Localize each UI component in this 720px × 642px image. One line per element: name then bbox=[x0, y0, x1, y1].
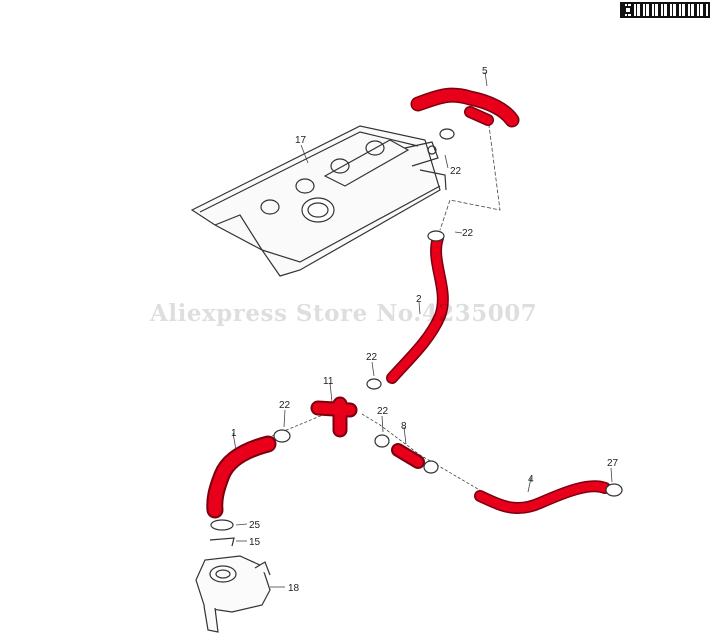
part-label-22: 22 bbox=[279, 400, 291, 411]
hose-2 bbox=[386, 232, 449, 384]
part-label-15: 15 bbox=[249, 537, 261, 548]
part-label-22: 22 bbox=[377, 406, 389, 417]
housing-part bbox=[195, 555, 271, 633]
part-label-27: 27 bbox=[607, 458, 619, 469]
part-label-11: 11 bbox=[323, 376, 334, 387]
hose-1 bbox=[206, 435, 277, 519]
hose-4 bbox=[474, 480, 611, 515]
hose-5 bbox=[410, 87, 520, 128]
qr-code-icon bbox=[620, 2, 710, 18]
part-labels: 5 17 22 22 2 22 11 22 22 8 1 4 27 25 15 … bbox=[231, 66, 619, 594]
part-label-1: 1 bbox=[231, 428, 237, 439]
watermark-text: Aliexpress Store No.4235007 bbox=[150, 300, 538, 327]
part-label-25: 25 bbox=[249, 520, 261, 531]
part-label-22: 22 bbox=[462, 228, 474, 239]
connector-11 bbox=[310, 396, 358, 438]
part-label-2: 2 bbox=[416, 294, 422, 305]
part-label-22: 22 bbox=[450, 166, 462, 177]
seal-and-clip bbox=[209, 519, 235, 547]
part-label-8: 8 bbox=[401, 421, 407, 432]
part-label-17: 17 bbox=[295, 135, 307, 146]
part-label-18: 18 bbox=[288, 583, 300, 594]
part-label-22: 22 bbox=[366, 352, 378, 363]
valve-cover-part bbox=[190, 125, 447, 277]
valve-8 bbox=[391, 443, 425, 469]
hose-clamps bbox=[273, 128, 623, 497]
leader-lines bbox=[232, 71, 613, 588]
part-label-4: 4 bbox=[528, 474, 534, 485]
part-label-5: 5 bbox=[482, 66, 488, 77]
